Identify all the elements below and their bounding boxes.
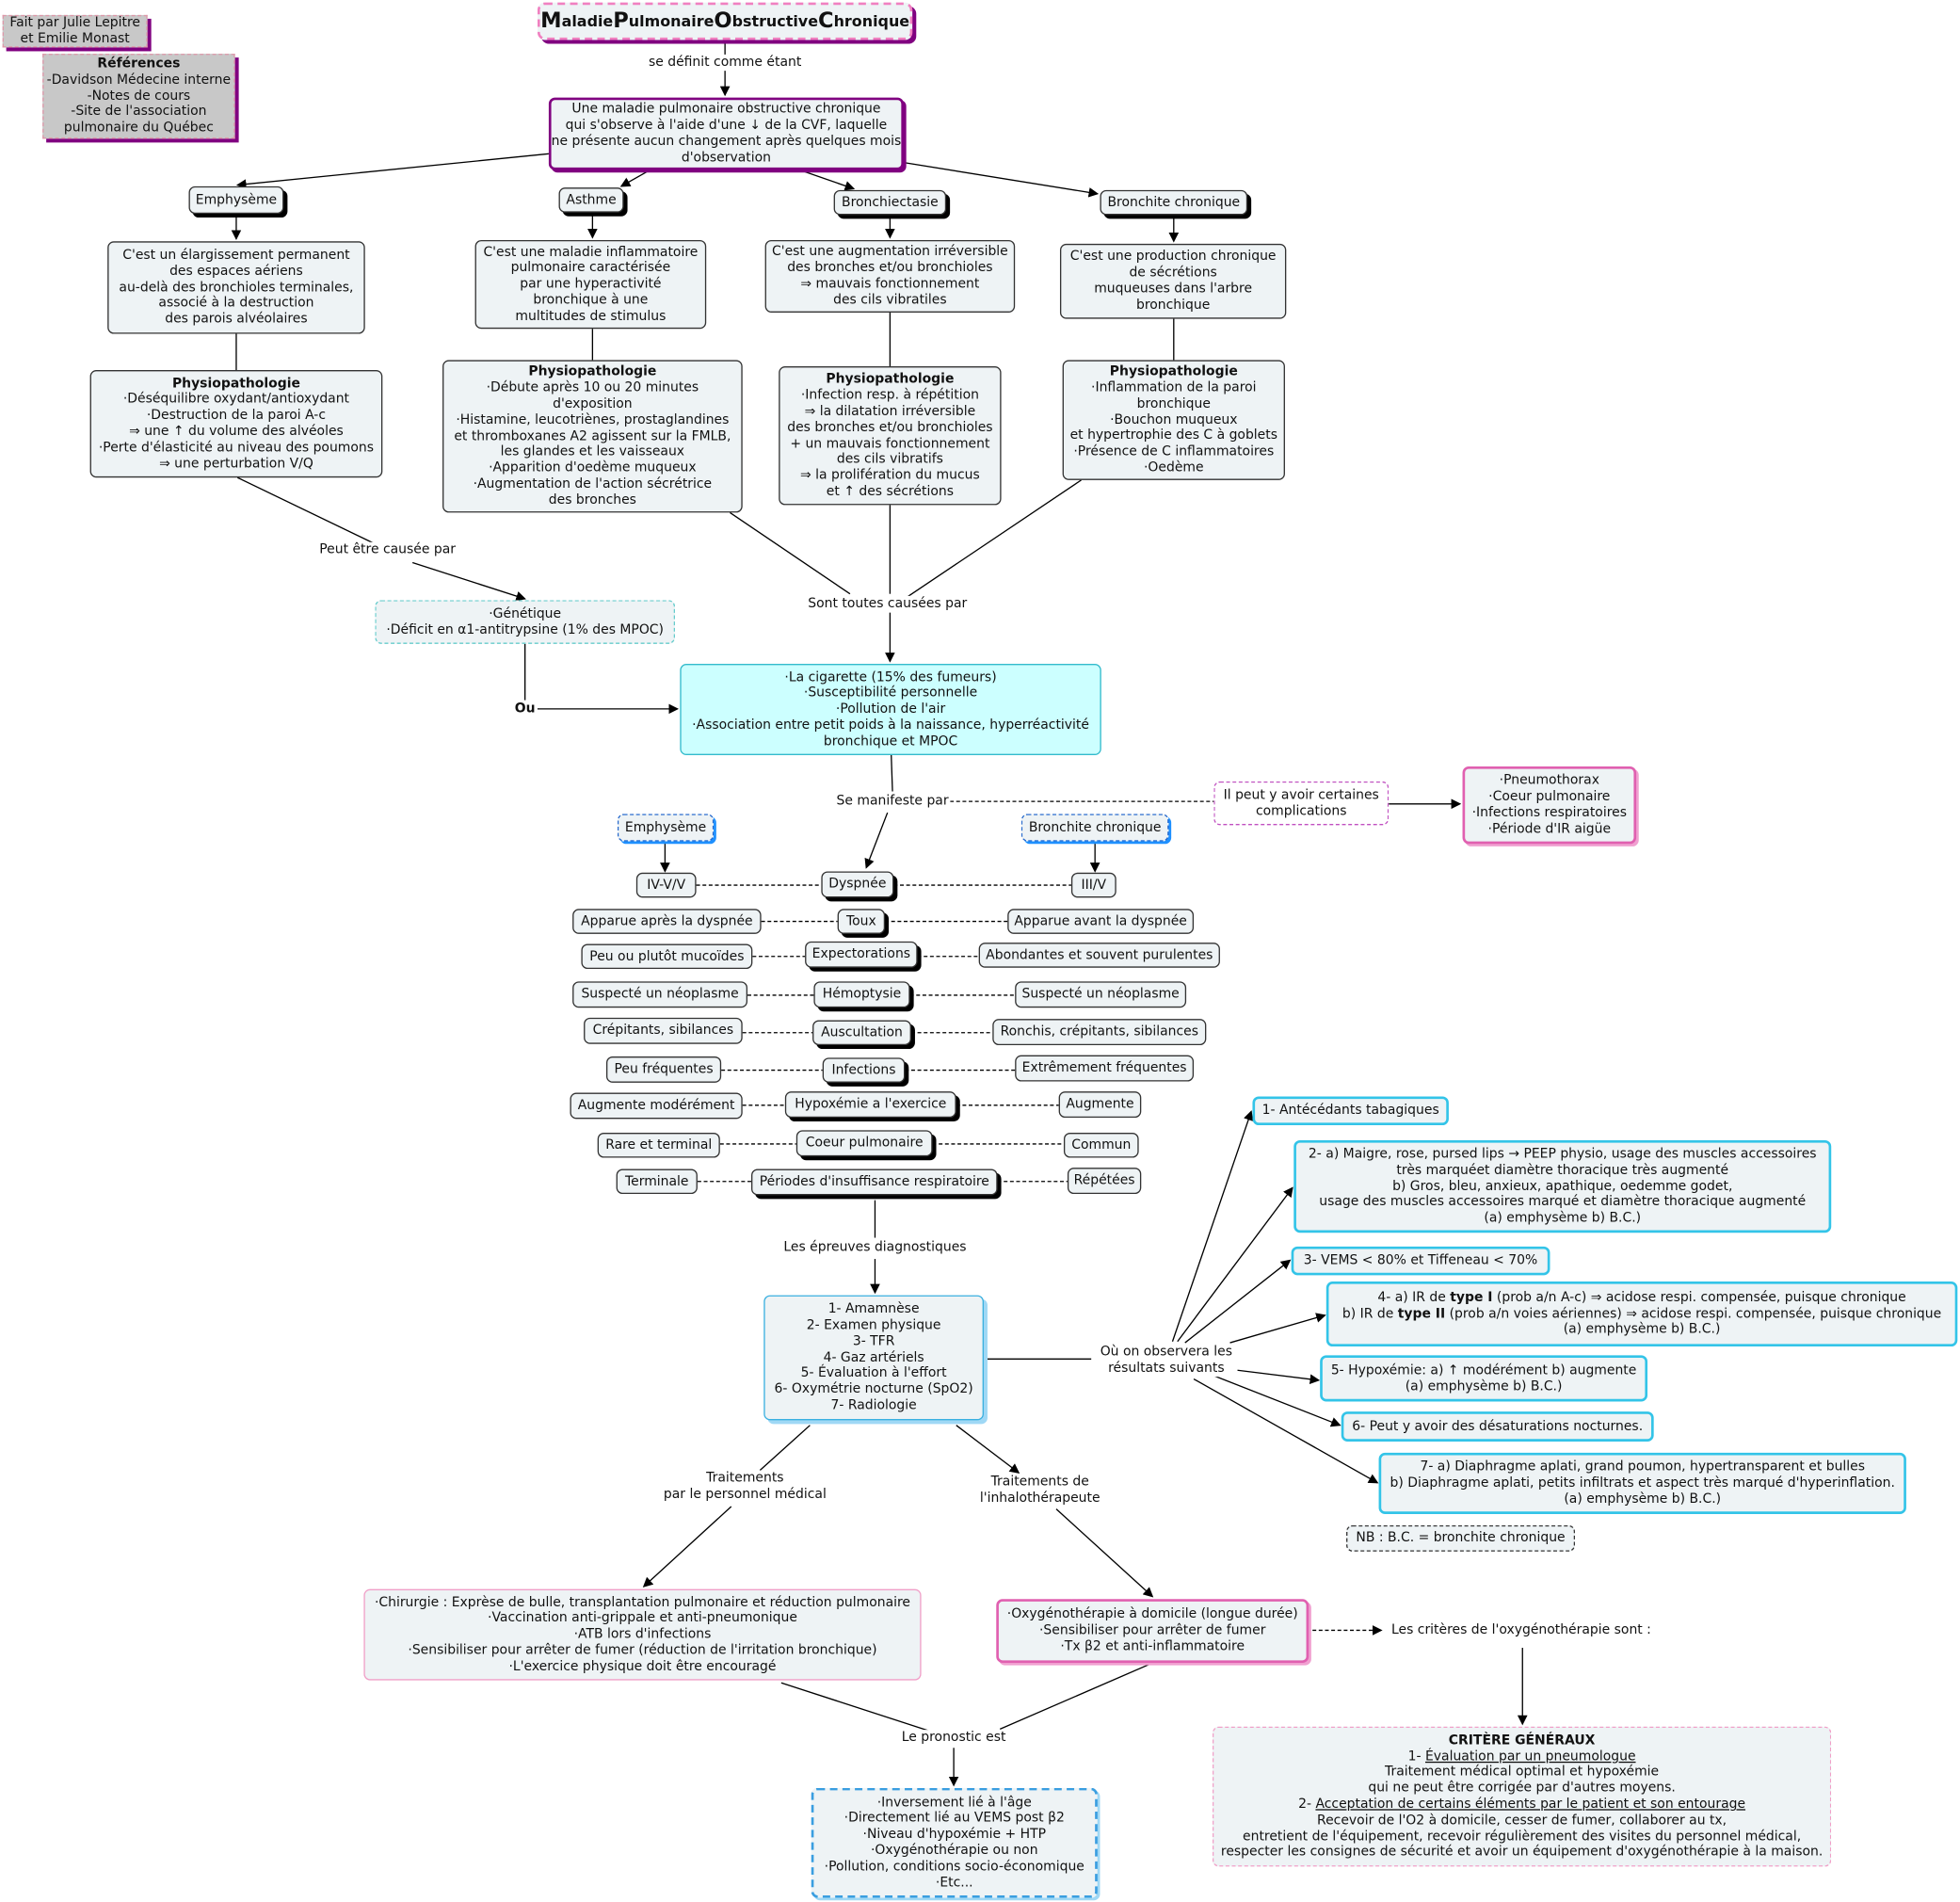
compare-right: Ronchis, crépitants, sibilances — [992, 1019, 1207, 1046]
compare-right: Abondantes et souvent purulentes — [978, 943, 1220, 968]
compare-left: Apparue après la dyspnée — [572, 909, 762, 934]
complications-label: Il peut y avoir certaines complications — [1213, 781, 1390, 826]
compare-center: Toux — [837, 909, 886, 934]
result-5: 5- Hypoxémie: a) ↑ modérément b) augment… — [1320, 1355, 1648, 1402]
compare-left: Peu fréquentes — [605, 1056, 722, 1083]
compare-center: Hémoptysie — [813, 981, 910, 1008]
compare-left: Peu ou plutôt mucoïdes — [581, 943, 753, 970]
link-label-criteria: Les critères de l'oxygénothérapie sont : — [1390, 1621, 1653, 1638]
references-title: Références — [97, 56, 181, 72]
type-bronchiectasis: Bronchiectasie — [833, 189, 947, 216]
compare-center: Hypoxémie a l'exercice — [784, 1091, 956, 1119]
result-4: 4- a) IR de type I (prob a/n A-c) ⇒ acid… — [1325, 1281, 1958, 1347]
nb-note: NB : B.C. = bronchite chronique — [1346, 1524, 1576, 1552]
def-emphysema: C'est un élargissement permanent des esp… — [107, 241, 365, 334]
compare-header-chronic-bronchitis: Bronchite chronique — [1020, 814, 1169, 842]
compare-left: Rare et terminal — [597, 1132, 720, 1158]
result-2: 2- a) Maigre, rose, pursed lips → PEEP p… — [1293, 1139, 1832, 1233]
def-chronic-bronchitis: C'est une production chronique de sécrét… — [1059, 243, 1287, 319]
link-label-defined: se définit comme étant — [647, 54, 803, 71]
compare-left: Suspecté un néoplasme — [572, 981, 748, 1008]
physio-emphysema: Physiopathologie·Déséquilibre oxydant/an… — [89, 370, 383, 478]
link-label-caused-all: Sont toutes causées par — [806, 595, 969, 612]
compare-left: Augmente modérément — [570, 1092, 743, 1120]
link-label-observe: Où on observera les résultats suivants — [1099, 1344, 1234, 1377]
type-asthma: Asthme — [558, 187, 624, 213]
compare-left: Crépitants, sibilances — [584, 1017, 743, 1044]
inhalo-treatment-box: ·Oxygénothérapie à domicile (longue duré… — [996, 1599, 1309, 1663]
link-label-diagnostic-tests: Les épreuves diagnostiques — [782, 1239, 968, 1256]
physio-asthma: Physiopathologie·Débute après 10 ou 20 m… — [442, 360, 743, 513]
result-7: 7- a) Diaphragme aplati, grand poumon, h… — [1378, 1452, 1906, 1514]
compare-right: Augmente — [1058, 1091, 1142, 1119]
physio-bronchiectasis: Physiopathologie·Infection resp. à répét… — [779, 366, 1002, 506]
result-1: 1- Antécédants tabagiques — [1252, 1096, 1449, 1126]
medical-treatment-box: ·Chirurgie : Exprèse de bulle, transplan… — [363, 1588, 922, 1681]
compare-right: Répétées — [1067, 1168, 1142, 1195]
definition-box: Une maladie pulmonaire obstructive chron… — [548, 97, 904, 170]
criteria-title: CRITÈRE GÉNÉRAUX — [1448, 1733, 1596, 1749]
references-box: Références-Davidson Médecine interne -No… — [42, 54, 235, 139]
compare-right: III/V — [1070, 872, 1117, 898]
compare-right: Extrêmement fréquentes — [1015, 1055, 1195, 1082]
compare-header-emphysema: Emphysème — [617, 814, 715, 842]
type-emphysema: Emphysème — [188, 185, 284, 215]
compare-center: Expectorations — [805, 941, 918, 968]
result-6: 6- Peut y avoir des désaturations noctur… — [1341, 1411, 1654, 1442]
type-chronic-bronchitis: Bronchite chronique — [1100, 189, 1248, 216]
def-bronchiectasis: C'est une augmentation irréversible des … — [764, 239, 1016, 313]
compare-right: Apparue avant la dyspnée — [1007, 909, 1195, 934]
compare-center: Coeur pulmonaire — [795, 1130, 933, 1157]
prognosis-box: ·Inversement lié à l'âge ·Directement li… — [811, 1787, 1098, 1898]
compare-center: Périodes d'insuffisance respiratoire — [751, 1169, 998, 1196]
compare-center: Auscultation — [812, 1020, 911, 1046]
compare-center: Dyspnée — [821, 871, 894, 898]
diagnostics-box: 1- Amamnèse 2- Examen physique 3- TFR 4-… — [763, 1295, 984, 1421]
link-label-treat-medical: Traitements par le personnel médical — [662, 1470, 828, 1503]
compare-left: IV-V/V — [635, 872, 697, 898]
references-list: -Davidson Médecine interne -Notes de cou… — [46, 72, 232, 136]
causes-box: ·La cigarette (15% des fumeurs) ·Suscept… — [680, 664, 1101, 755]
compare-left: Terminale — [616, 1169, 698, 1195]
compare-center: Infections — [822, 1057, 906, 1083]
physio-chronic-bronchitis: Physiopathologie·Inflammation de la paro… — [1062, 360, 1285, 480]
complications-box: ·Pneumothorax ·Coeur pulmonaire ·Infecti… — [1462, 766, 1637, 845]
compare-right: Suspecté un néoplasme — [1015, 981, 1187, 1008]
link-label-prognosis: Le pronostic est — [900, 1730, 1007, 1747]
def-asthma: C'est une maladie inflammatoire pulmonai… — [474, 239, 707, 330]
credit-box: Fait par Julie Lepitre et Emilie Monast — [2, 14, 148, 48]
link-label-manifests: Se manifeste par — [835, 793, 950, 810]
link-label-caused-one: Peut être causée par — [317, 541, 458, 558]
link-label-or: Ou — [513, 701, 537, 717]
criteria-box: CRITÈRE GÉNÉRAUX 1- Évaluation par un pn… — [1212, 1726, 1832, 1867]
genetic-box: ·Génétique ·Déficit en α1-antitrypsine (… — [375, 600, 676, 644]
compare-right: Commun — [1063, 1132, 1139, 1158]
result-3: 3- VEMS < 80% et Tiffeneau < 70% — [1291, 1246, 1550, 1276]
link-label-treat-inhalo: Traitements de l'inhalothérapeute — [978, 1474, 1101, 1507]
